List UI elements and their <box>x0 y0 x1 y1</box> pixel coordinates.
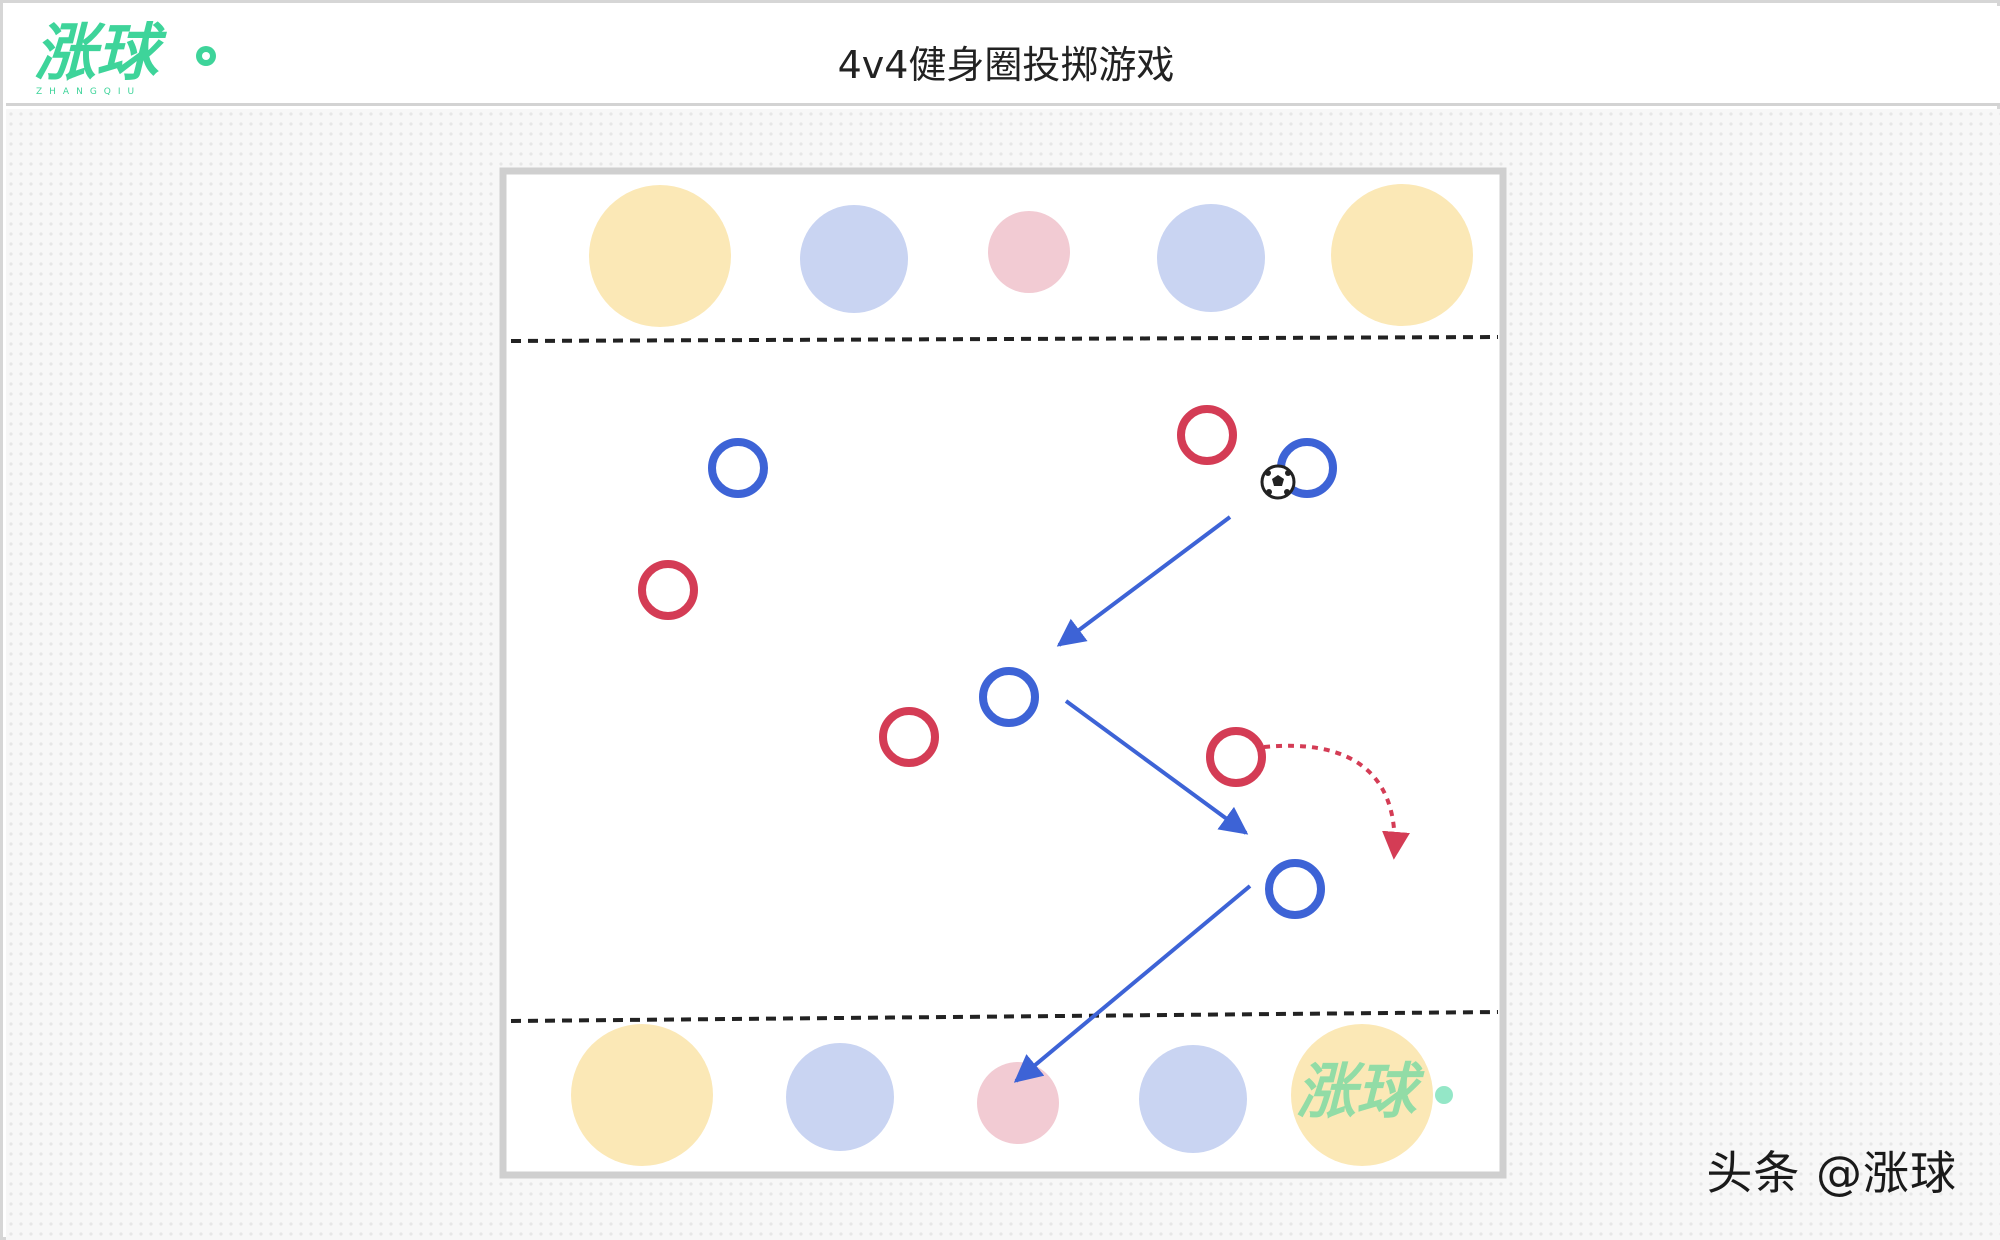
red-player-4 <box>1206 727 1266 787</box>
field-diagram: 涨球 <box>499 167 1507 1179</box>
top-target-yellow-left <box>589 185 731 327</box>
bottom-zone-line <box>510 1010 1499 1023</box>
bottom-target-yellow-right <box>1291 1024 1433 1166</box>
red-player-3 <box>879 707 939 767</box>
page-title: 4v4健身圈投掷游戏 <box>837 43 1175 87</box>
bottom-target-blue-right <box>1139 1045 1247 1153</box>
pass-arrow-2 <box>1064 699 1249 835</box>
top-zone-line <box>510 335 1499 343</box>
bottom-target-pink <box>977 1062 1059 1144</box>
top-target-blue-right <box>1157 204 1265 312</box>
red-player-2 <box>638 560 698 620</box>
bottom-target-blue-left <box>786 1043 894 1151</box>
defender-run-arrow <box>1263 743 1410 860</box>
diagram-canvas: 涨球 <box>6 109 2000 1240</box>
brand-logo: 涨球 ZHANGQIU <box>34 16 216 96</box>
pass-arrow-3 <box>1013 884 1252 1083</box>
watermark-logo: 涨球 <box>1296 1057 1453 1127</box>
watermark-logo-text: 涨球 <box>1296 1057 1425 1127</box>
top-target-pink <box>988 211 1070 293</box>
pass-arrow-1 <box>1056 515 1232 647</box>
brand-logo-text: 涨球 <box>34 16 167 89</box>
header-bar: 涨球 ZHANGQIU 4v4健身圈投掷游戏 <box>6 6 2000 106</box>
brand-logo-subtext: ZHANGQIU <box>36 87 141 96</box>
red-player-1 <box>1177 405 1237 465</box>
soccer-ball-icon <box>1260 464 1296 500</box>
blue-player-2 <box>979 667 1039 727</box>
top-target-blue-left <box>800 205 908 313</box>
source-credit: 头条 @涨球 <box>1706 1146 1957 1200</box>
top-target-yellow-right <box>1331 184 1473 326</box>
blue-player-1 <box>708 438 768 498</box>
blue-player-3 <box>1265 859 1325 919</box>
bottom-target-yellow-left <box>571 1024 713 1166</box>
